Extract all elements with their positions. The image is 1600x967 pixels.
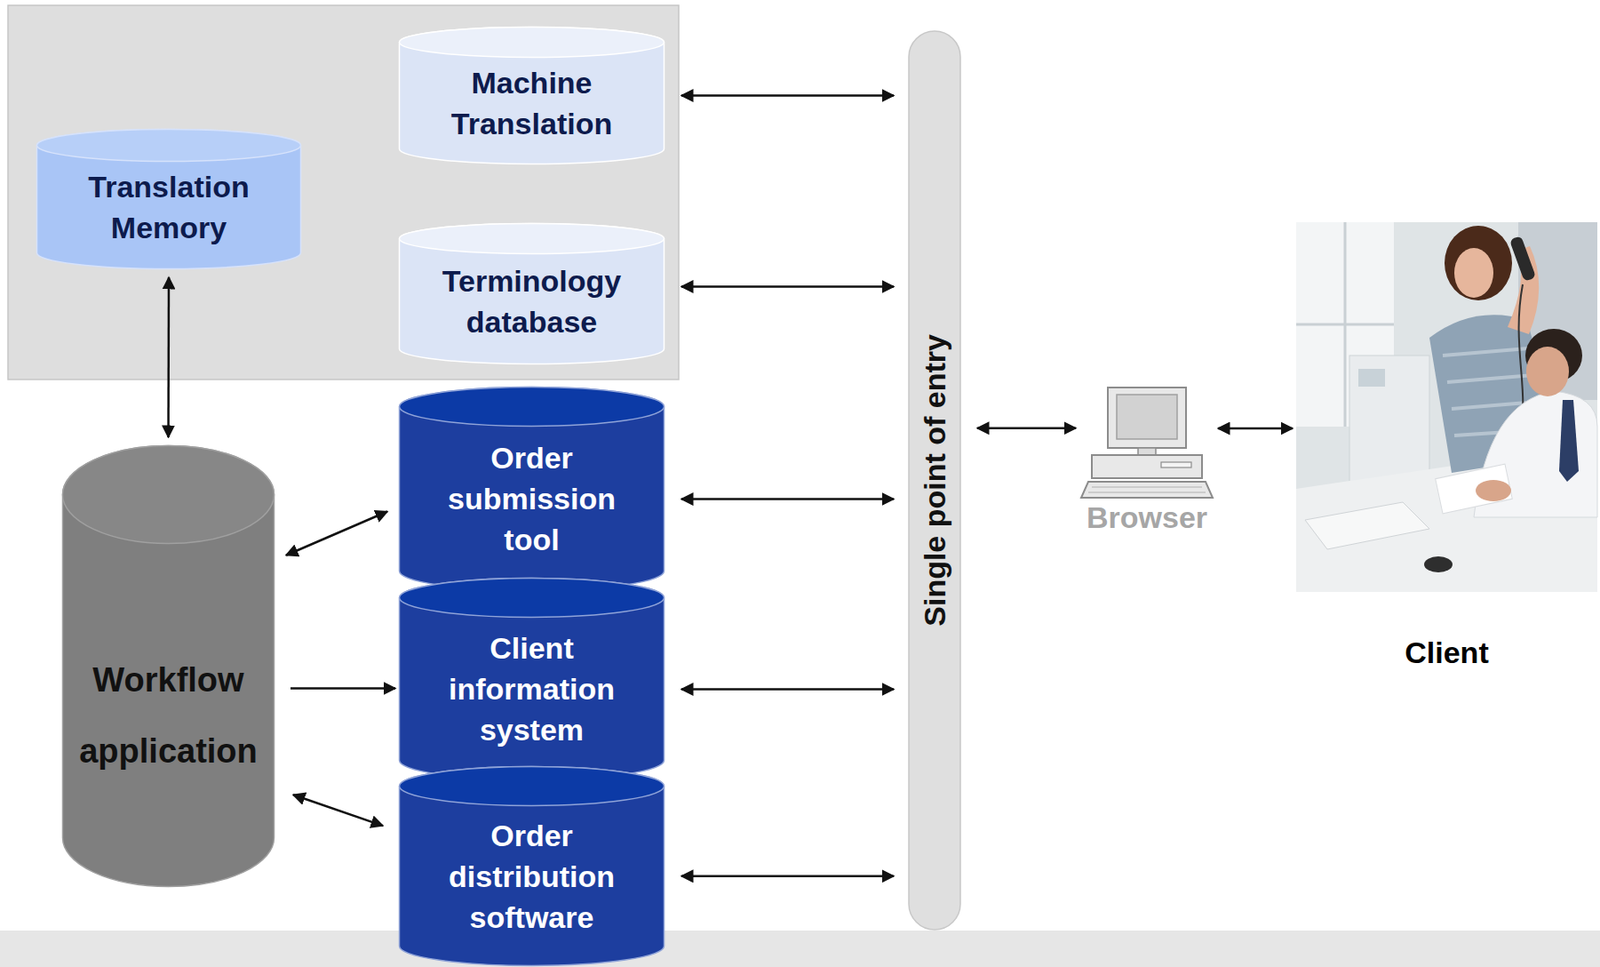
application-cylinder: Workflow application xyxy=(61,444,276,888)
connector-arrow xyxy=(167,277,170,438)
man-face xyxy=(1526,346,1569,397)
node-label: Single point of entry xyxy=(916,334,954,627)
system-cylinder: Client information system xyxy=(398,576,666,781)
screen xyxy=(1116,394,1178,439)
connector-arrow xyxy=(286,511,388,556)
man-shirt xyxy=(1473,390,1598,518)
entry-bar: Single point of entry xyxy=(907,30,962,931)
cylinder-top xyxy=(399,223,665,255)
shelf xyxy=(1349,355,1430,489)
system-cylinder: Order submission tool xyxy=(398,385,666,592)
client-photo xyxy=(1296,222,1598,592)
system-cylinder: Order distribution software xyxy=(398,764,666,967)
node-label: Order distribution software xyxy=(431,814,632,938)
node-label: Workflow application xyxy=(72,644,264,787)
connector-arrow xyxy=(681,875,894,878)
database-cylinder: Translation Memory xyxy=(35,127,303,271)
node-label: Browser xyxy=(1086,499,1208,536)
node-label: Client xyxy=(1404,634,1489,671)
cylinder-top xyxy=(399,766,665,806)
entry-bar-shape xyxy=(908,31,961,930)
cylinder-body xyxy=(399,27,665,165)
cylinder-body xyxy=(399,387,665,591)
cylinder-body xyxy=(37,129,302,270)
connector-arrow xyxy=(293,794,383,826)
connector-arrow xyxy=(681,497,894,501)
keyboard-keys xyxy=(1088,486,1206,493)
bottom-bar xyxy=(0,930,1600,967)
woman-hair xyxy=(1444,225,1513,301)
cylinder-top xyxy=(399,27,665,58)
cylinder-body xyxy=(399,578,665,781)
node-label: Order submission tool xyxy=(431,437,632,560)
connector-arrow xyxy=(1217,427,1293,430)
keyboard xyxy=(1081,481,1213,498)
woman-face xyxy=(1454,247,1494,298)
database-cylinder: Machine Translation xyxy=(398,25,666,166)
connector-arrow xyxy=(290,686,396,690)
connector-arrow xyxy=(977,426,1076,430)
connector-group xyxy=(168,95,1294,876)
node-label: Machine Translation xyxy=(421,62,644,144)
papers xyxy=(1435,463,1513,514)
shelf-item xyxy=(1358,368,1386,387)
phone-handset xyxy=(1509,235,1537,282)
connector-arrow xyxy=(681,687,894,691)
connector-arrow xyxy=(681,94,894,97)
computer-icon xyxy=(1081,387,1213,498)
resource-panel xyxy=(7,5,679,380)
connector-arrow xyxy=(681,285,894,288)
cylinder-top xyxy=(399,387,665,427)
photo-keyboard xyxy=(1305,501,1430,550)
mouse xyxy=(1424,556,1453,573)
photo-ground xyxy=(1296,222,1598,592)
cylinder-body xyxy=(63,445,275,887)
man-hand xyxy=(1475,479,1512,502)
node-label: Terminology database xyxy=(421,260,644,343)
tie xyxy=(1559,399,1579,482)
database-cylinder: Terminology database xyxy=(398,222,666,366)
node-label: Client information system xyxy=(431,627,632,750)
drive-slot xyxy=(1161,461,1192,468)
cylinder-body xyxy=(399,766,665,966)
cylinder-top xyxy=(63,445,275,544)
cylinder-top xyxy=(399,578,665,618)
node-label: Translation Memory xyxy=(57,166,280,248)
computer-case xyxy=(1091,454,1202,478)
browser-node: Browser xyxy=(1079,385,1215,536)
cylinder-top xyxy=(37,129,302,162)
monitor-neck xyxy=(1138,447,1156,455)
monitor xyxy=(1107,387,1187,448)
cylinder-body xyxy=(399,223,665,365)
client-node: Client xyxy=(1296,222,1598,671)
